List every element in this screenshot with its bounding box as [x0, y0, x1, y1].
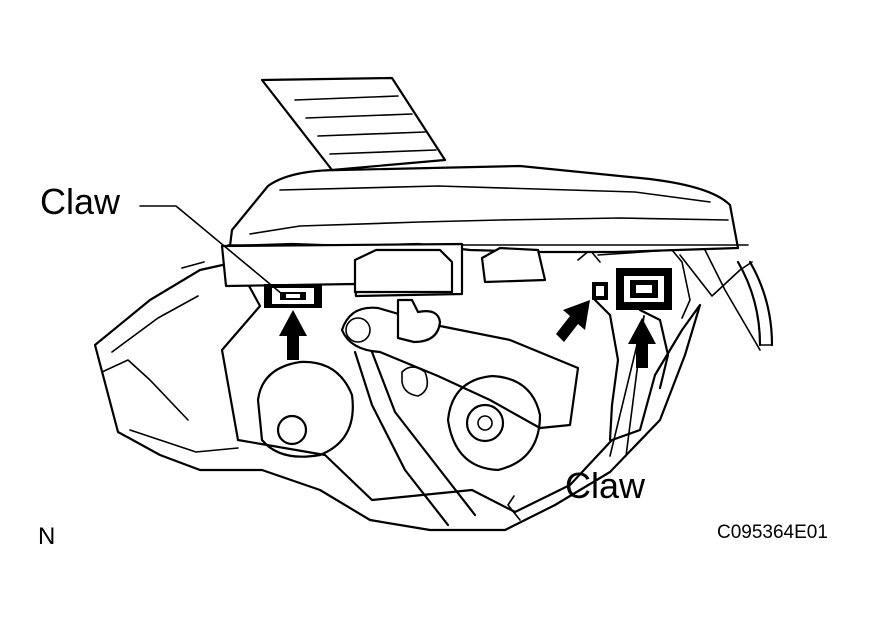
arrow-up-right-icon — [556, 300, 590, 342]
housing-shell — [220, 242, 761, 351]
arrow-up-icon — [279, 310, 307, 360]
cable — [736, 260, 774, 347]
figure-code: C095364E01 — [717, 522, 828, 543]
upper-trim-panel — [260, 76, 447, 172]
corner-mark: N — [38, 523, 55, 550]
housing-cover — [227, 164, 749, 254]
arrow-up-icon — [628, 318, 656, 368]
claw-middle-clip — [592, 282, 608, 300]
claw-label-right: Claw — [565, 465, 646, 506]
drum — [446, 374, 542, 472]
claw-left-clip — [264, 284, 322, 308]
claw-label-left: Claw — [40, 181, 121, 222]
claw-right-clip — [616, 268, 672, 310]
left-boss — [256, 360, 354, 458]
inner-frame — [353, 350, 521, 527]
